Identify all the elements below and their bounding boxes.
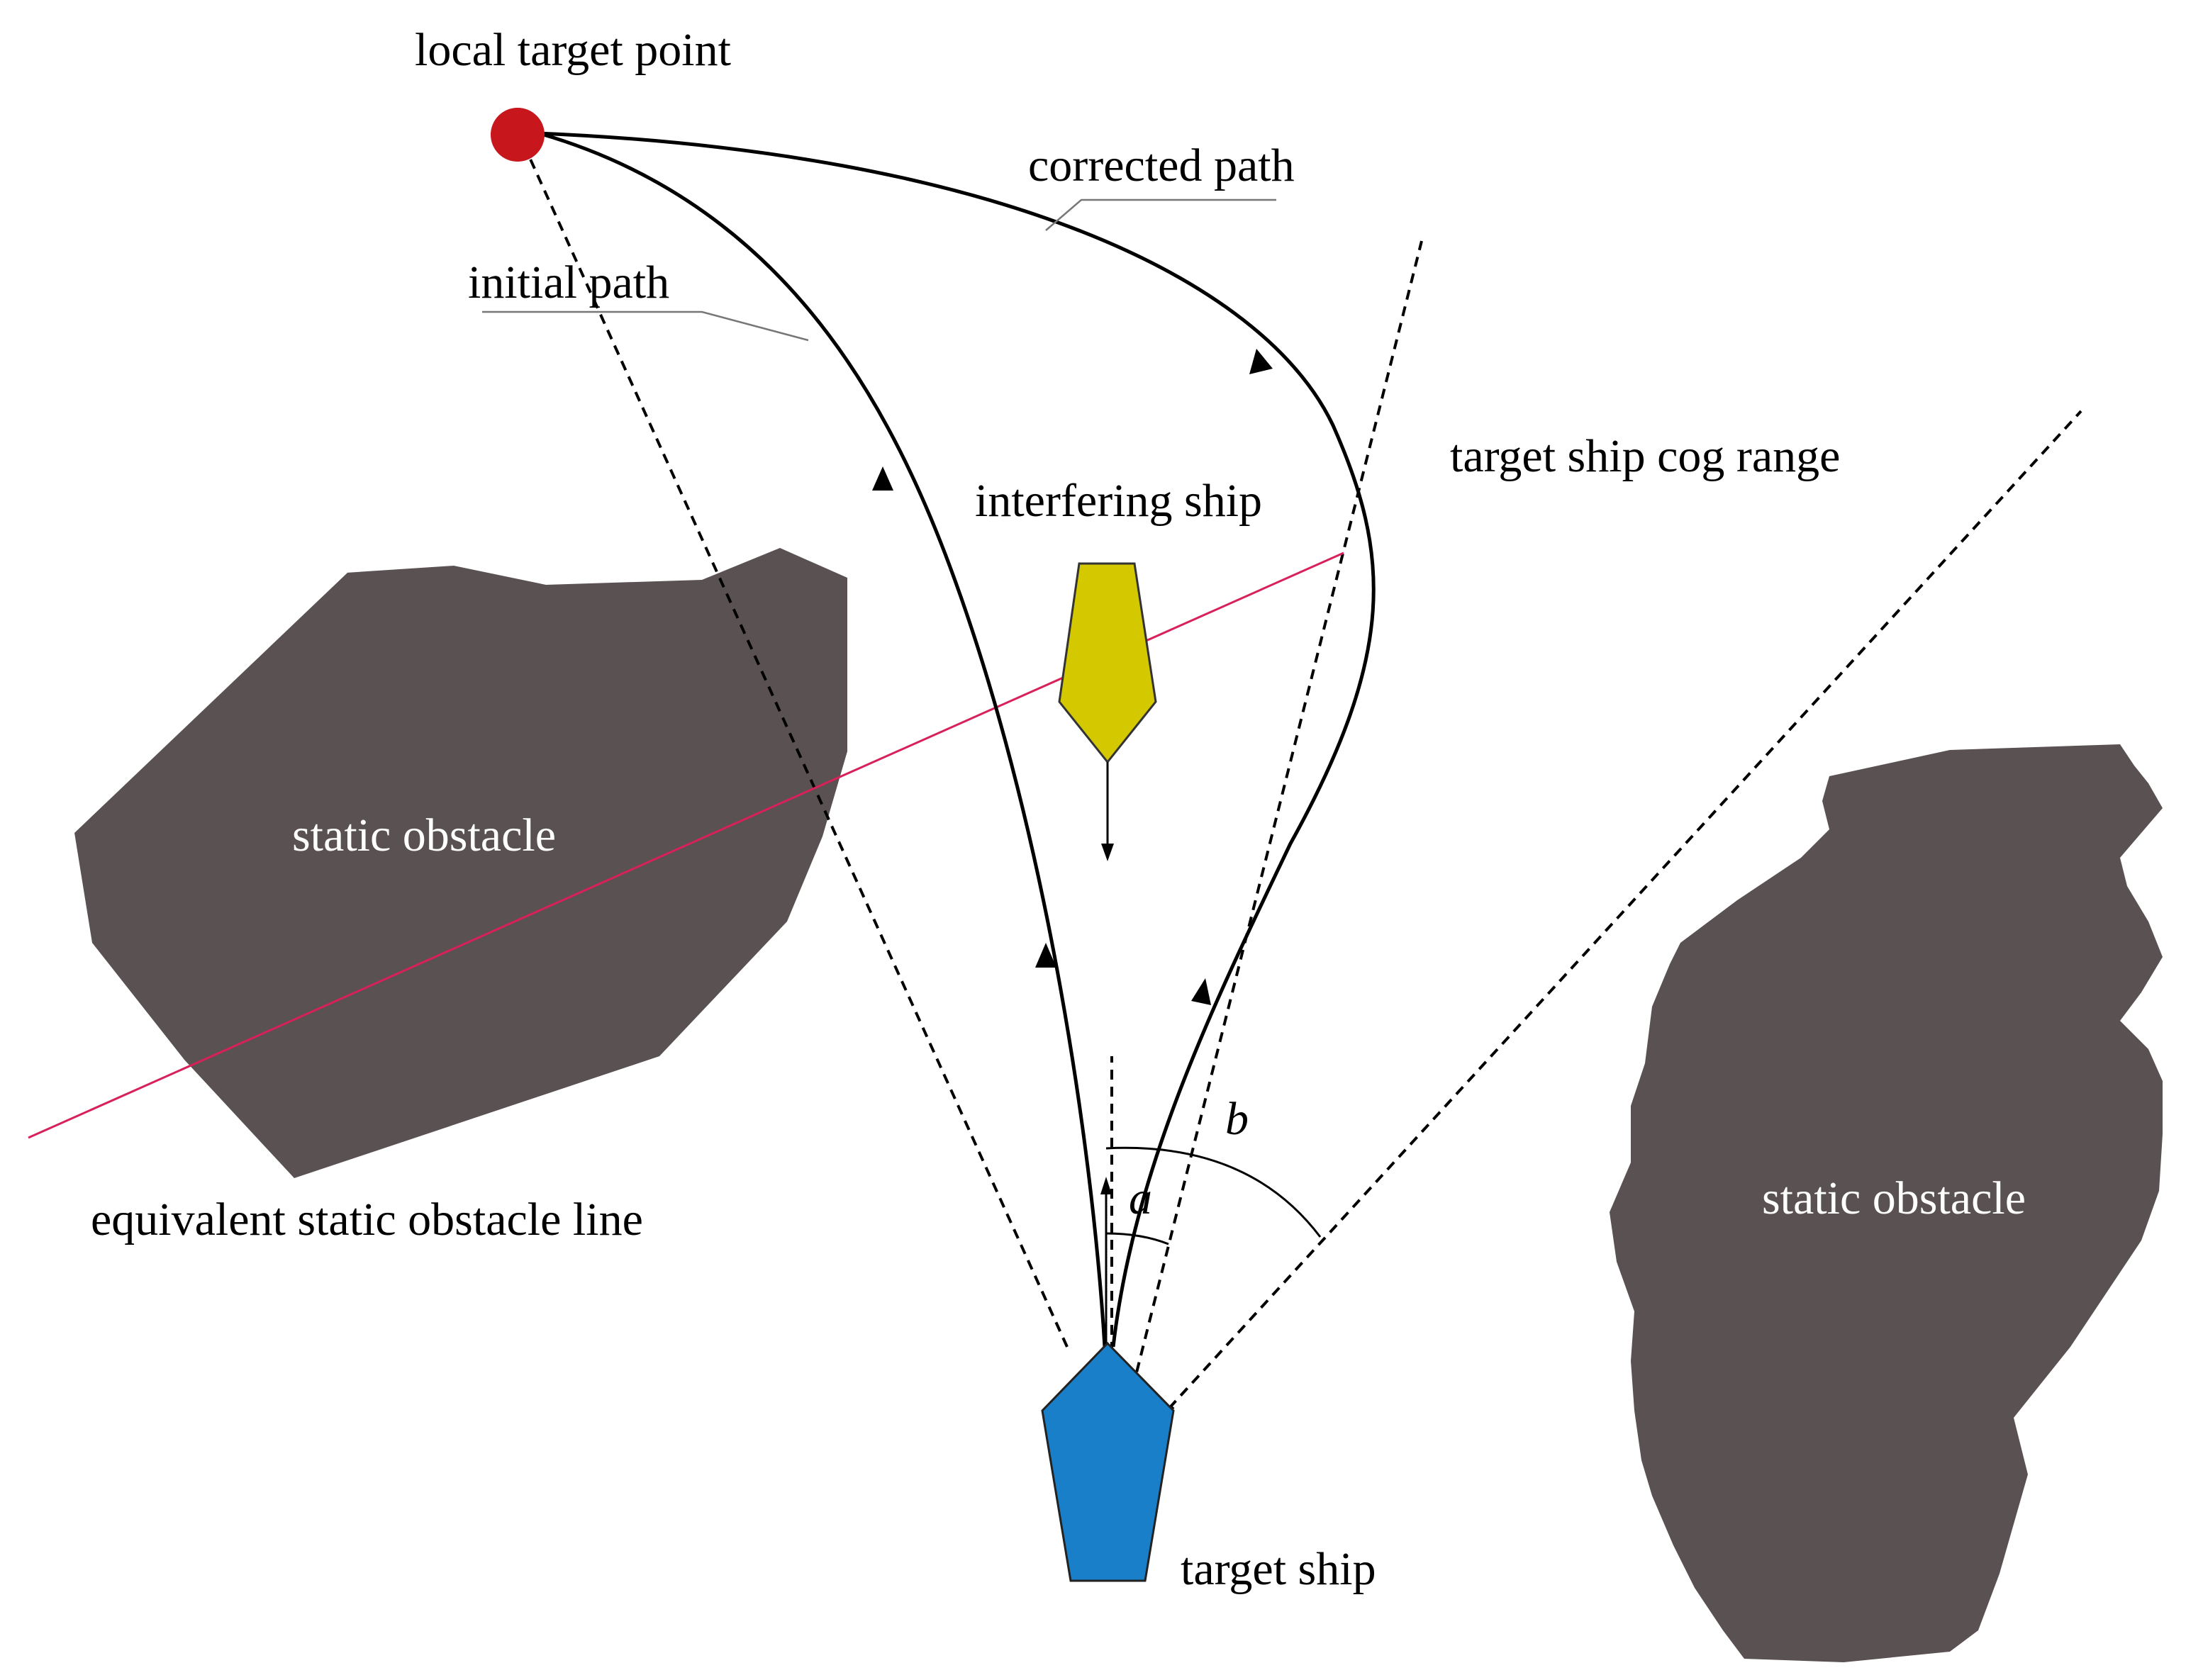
target-ship-cog-range-label: target ship cog range [1450,430,1840,482]
initial-path-arrow-1 [1035,943,1056,968]
initial-path-label: initial path [468,257,669,308]
corrected-path-arrow-1 [1191,978,1211,1005]
target-ship [1041,1341,1175,1582]
corrected-path-label: corrected path [1028,140,1295,191]
angle-a-label: a [1129,1172,1152,1224]
initial-path-arrow-2 [872,466,893,491]
static-obstacle-left-label: static obstacle [292,810,556,861]
angle-b-label: b [1225,1093,1249,1145]
cog-boundary-inner [1110,240,1423,1472]
interfering-ship-heading-arrow [1101,844,1114,861]
initial-path [538,131,1107,1348]
static-obstacle-right-label: static obstacle [1762,1172,2026,1224]
target-ship-label: target ship [1181,1543,1376,1595]
corrected-path [538,131,1376,1348]
corrected-path-leader [1045,198,1276,231]
angle-a-arc [1105,1232,1169,1245]
static-obstacle-left [74,548,847,1178]
local-target-point-label: local target point [415,24,731,76]
static-obstacle-right [1610,744,2163,1662]
heading-arrow-head [1100,1177,1112,1194]
cog-boundary-outer [1110,410,2082,1472]
local-target-point-marker [491,108,545,162]
equivalent-static-obstacle-line-label: equivalent static obstacle line [91,1194,643,1245]
initial-path-leader [482,310,809,342]
interfering-ship [1058,562,1157,764]
interfering-ship-label: interfering ship [975,475,1262,527]
corrected-path-arrow-2 [1249,349,1273,374]
angle-b-arc [1105,1146,1322,1238]
direct-line-to-target [527,154,1069,1348]
